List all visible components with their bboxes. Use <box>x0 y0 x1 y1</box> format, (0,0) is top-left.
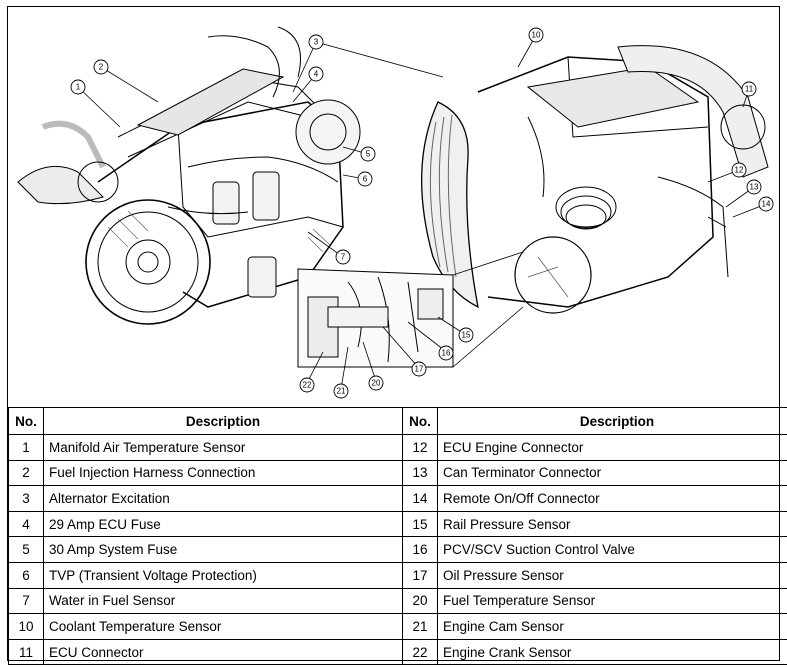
diagram-frame: 1 2 3 4 5 6 7 10 11 12 13 14 15 16 17 20… <box>7 6 787 666</box>
header-no-right: No. <box>402 407 438 435</box>
inset-detail-view <box>297 251 524 368</box>
row-description: ECU Engine Connector <box>437 434 787 461</box>
row-number: 15 <box>402 510 438 538</box>
row-number: 6 <box>8 561 44 589</box>
row-description: Engine Cam Sensor <box>437 613 787 640</box>
row-number: 17 <box>402 561 438 589</box>
svg-text:2: 2 <box>99 63 104 72</box>
engine-illustration: 1 2 3 4 5 6 7 10 11 12 13 14 15 16 17 20… <box>17 26 774 399</box>
row-description: Oil Pressure Sensor <box>437 561 787 589</box>
table-row: 7 Water in Fuel Sensor 20 Fuel Temperatu… <box>8 587 787 615</box>
callout-4: 4 <box>308 66 324 82</box>
svg-text:5: 5 <box>366 150 371 159</box>
svg-text:14: 14 <box>762 200 771 209</box>
callout-11: 11 <box>741 81 757 97</box>
row-number: 11 <box>8 638 44 666</box>
row-description: Coolant Temperature Sensor <box>43 613 403 640</box>
svg-text:17: 17 <box>415 365 424 374</box>
table-header-row: No. Description No. Description <box>8 407 787 435</box>
row-number: 4 <box>8 510 44 538</box>
row-description: Water in Fuel Sensor <box>43 587 403 615</box>
svg-text:10: 10 <box>532 31 541 40</box>
svg-text:6: 6 <box>363 175 368 184</box>
svg-text:3: 3 <box>314 38 319 47</box>
row-description: 30 Amp System Fuse <box>43 536 403 563</box>
header-no-left: No. <box>8 407 44 435</box>
callout-10: 10 <box>528 27 544 43</box>
row-number: 14 <box>402 485 438 512</box>
table-row: 4 29 Amp ECU Fuse 15 Rail Pressure Senso… <box>8 510 787 538</box>
table-row: 1 Manifold Air Temperature Sensor 12 ECU… <box>8 434 787 461</box>
header-description-right: Description <box>437 407 787 435</box>
svg-text:21: 21 <box>337 387 346 396</box>
table-row: 2 Fuel Injection Harness Connection 13 C… <box>8 459 787 487</box>
callout-1: 1 <box>70 79 86 95</box>
row-number: 7 <box>8 587 44 615</box>
row-description: Can Terminator Connector <box>437 459 787 487</box>
callout-21: 21 <box>333 383 349 399</box>
row-number: 3 <box>8 485 44 512</box>
row-number: 5 <box>8 536 44 563</box>
row-description: ECU Connector <box>43 638 403 666</box>
callout-7: 7 <box>335 249 351 265</box>
callout-6: 6 <box>357 171 373 187</box>
header-description-left: Description <box>43 407 403 435</box>
row-description: Fuel Injection Harness Connection <box>43 459 403 487</box>
row-number: 1 <box>8 434 44 461</box>
left-engine-drawing <box>17 26 361 325</box>
row-number: 16 <box>402 536 438 563</box>
svg-text:20: 20 <box>372 379 381 388</box>
svg-text:13: 13 <box>750 183 759 192</box>
table-row: 3 Alternator Excitation 14 Remote On/Off… <box>8 485 787 512</box>
callout-15: 15 <box>458 327 474 343</box>
svg-text:22: 22 <box>303 381 312 390</box>
row-description: Alternator Excitation <box>43 485 403 512</box>
callout-2: 2 <box>93 59 109 75</box>
svg-text:11: 11 <box>745 85 754 94</box>
svg-text:7: 7 <box>341 253 346 262</box>
table-row: 5 30 Amp System Fuse 16 PCV/SCV Suction … <box>8 536 787 563</box>
callout-12: 12 <box>731 162 747 178</box>
svg-text:16: 16 <box>442 349 451 358</box>
row-description: PCV/SCV Suction Control Valve <box>437 536 787 563</box>
row-description: Manifold Air Temperature Sensor <box>43 434 403 461</box>
callout-13: 13 <box>746 179 762 195</box>
row-description: Rail Pressure Sensor <box>437 510 787 538</box>
engine-figure: 1 2 3 4 5 6 7 10 11 12 13 14 15 16 17 20… <box>8 7 779 407</box>
row-number: 21 <box>402 613 438 640</box>
row-number: 22 <box>402 638 438 666</box>
row-description: Fuel Temperature Sensor <box>437 587 787 615</box>
callout-16: 16 <box>438 345 454 361</box>
callout-14: 14 <box>758 196 774 212</box>
row-description: Remote On/Off Connector <box>437 485 787 512</box>
svg-text:12: 12 <box>735 166 744 175</box>
row-number: 2 <box>8 459 44 487</box>
table-row: 6 TVP (Transient Voltage Protection) 17 … <box>8 561 787 589</box>
svg-text:15: 15 <box>462 331 471 340</box>
parts-table: No. Description No. Description 1 Manifo… <box>8 407 787 666</box>
row-description: 29 Amp ECU Fuse <box>43 510 403 538</box>
row-description: TVP (Transient Voltage Protection) <box>43 561 403 589</box>
callout-17: 17 <box>411 361 427 377</box>
callout-22: 22 <box>299 377 315 393</box>
row-number: 10 <box>8 613 44 640</box>
svg-text:1: 1 <box>76 83 81 92</box>
row-number: 20 <box>402 587 438 615</box>
callout-20: 20 <box>368 375 384 391</box>
table-row: 11 ECU Connector 22 Engine Crank Sensor <box>8 638 787 666</box>
row-description: Engine Crank Sensor <box>437 638 787 666</box>
row-number: 13 <box>402 459 438 487</box>
callout-5: 5 <box>360 146 376 162</box>
callout-3: 3 <box>308 34 324 50</box>
row-number: 12 <box>402 434 438 461</box>
right-engine-drawing <box>420 45 769 314</box>
table-row: 10 Coolant Temperature Sensor 21 Engine … <box>8 613 787 640</box>
svg-text:4: 4 <box>314 70 319 79</box>
